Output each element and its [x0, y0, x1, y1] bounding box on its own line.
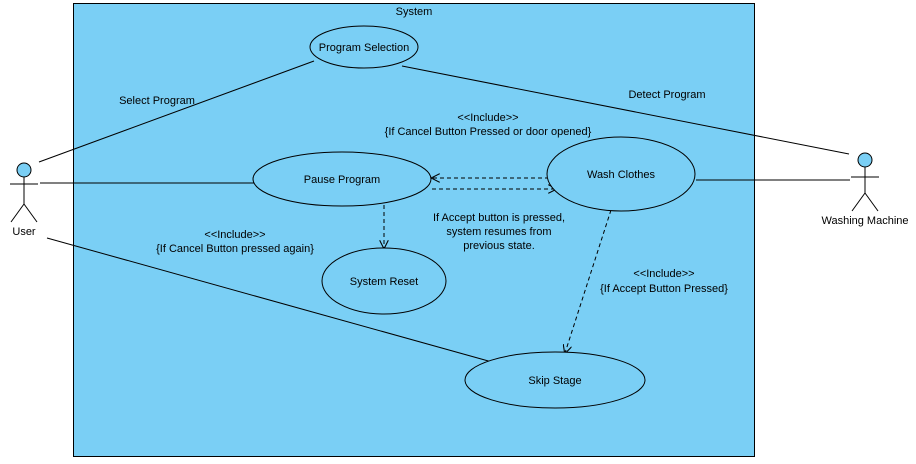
- include-condition-cancel-door: {If Cancel Button Pressed or door opened…: [385, 126, 592, 138]
- use-case-skip-stage[interactable]: Skip Stage: [464, 351, 646, 409]
- system-title: System: [396, 6, 433, 18]
- use-case-system-reset[interactable]: System Reset: [321, 247, 447, 315]
- system-boundary: [73, 3, 755, 457]
- actor-label: User: [12, 226, 36, 238]
- accept-note-line1: If Accept button is pressed,: [433, 212, 565, 224]
- assoc-washing-machine-program-selection: [401, 65, 850, 155]
- use-case-label: Wash Clothes: [587, 169, 656, 181]
- use-case-wash-clothes[interactable]: Wash Clothes: [546, 136, 696, 212]
- use-case-label: Skip Stage: [528, 375, 581, 387]
- actor-user[interactable]: User: [10, 162, 38, 238]
- include-condition-accept: {If Accept Button Pressed}: [600, 283, 728, 295]
- include-stereotype-cancel-door: <<Include>>: [457, 112, 518, 124]
- label-detect-program: Detect Program: [628, 89, 705, 101]
- use-case-label: Pause Program: [304, 174, 380, 186]
- include-stereotype-accept: <<Include>>: [633, 268, 694, 280]
- accept-note-line2: system resumes from: [446, 226, 551, 238]
- include-stereotype-cancel-again: <<Include>>: [204, 229, 265, 241]
- use-case-label: Program Selection: [319, 42, 410, 54]
- assoc-user-skip-stage: [46, 237, 493, 363]
- accept-note-line3: previous state.: [463, 240, 535, 252]
- include-condition-cancel-again: {If Cancel Button pressed again}: [156, 243, 314, 255]
- assoc-user-program-selection: [38, 60, 315, 163]
- label-select-program: Select Program: [119, 95, 195, 107]
- use-case-program-selection[interactable]: Program Selection: [309, 25, 419, 69]
- actor-washing-machine[interactable]: Washing Machine: [821, 152, 909, 227]
- use-case-pause-program[interactable]: Pause Program: [252, 151, 432, 207]
- use-case-label: System Reset: [350, 276, 418, 288]
- actor-label: Washing Machine: [821, 215, 908, 227]
